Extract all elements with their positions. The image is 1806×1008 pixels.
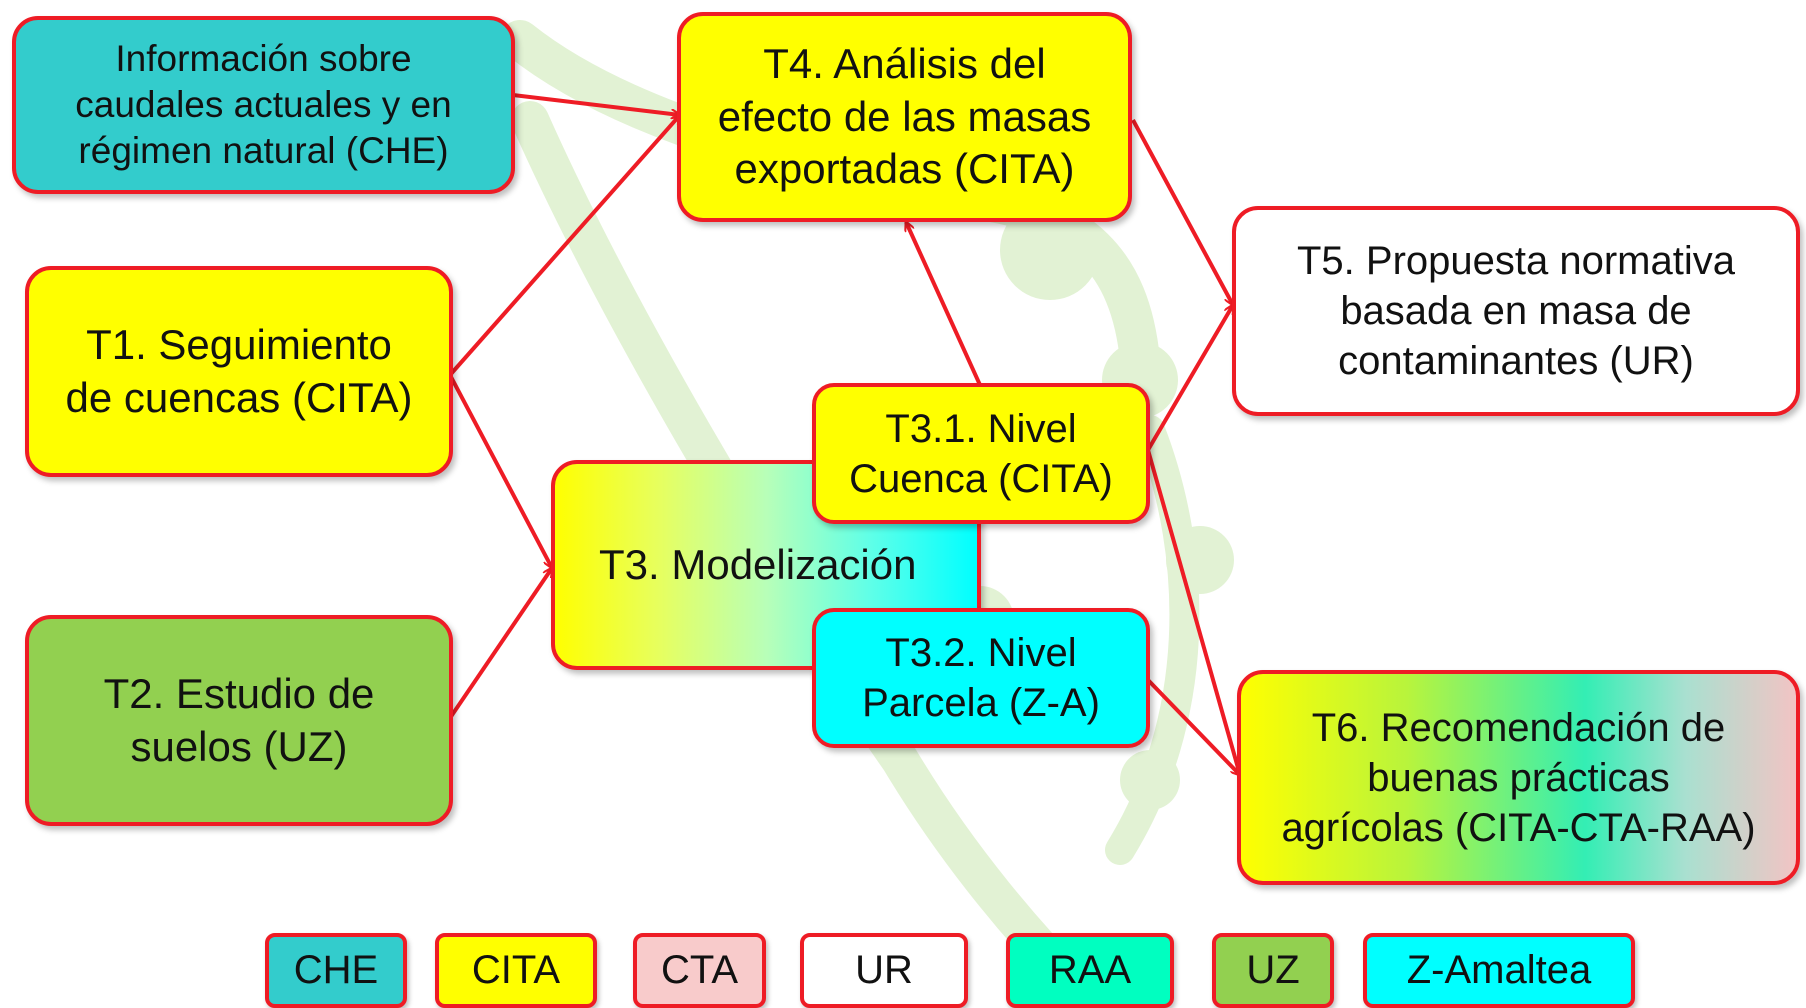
node-t1: T1. Seguimiento de cuencas (CITA) <box>25 266 453 477</box>
node-t2-label: T2. Estudio de suelos (UZ) <box>103 670 375 770</box>
node-t4: T4. Análisis del efecto de las masas exp… <box>677 12 1132 222</box>
legend-uz: UZ <box>1212 933 1334 1008</box>
legend-raa-label: RAA <box>1048 948 1132 992</box>
node-t2: T2. Estudio de suelos (UZ) <box>25 615 453 826</box>
node-t6: T6. Recomendación de buenas prácticas ag… <box>1237 670 1800 885</box>
node-che-info: Información sobre caudales actuales y en… <box>12 16 515 194</box>
legend-ur-label: UR <box>855 948 913 992</box>
node-t3-label: T3. Modelización <box>599 540 917 588</box>
node-t31-label: T3.1. Nivel Cuenca (CITA) <box>849 406 1113 501</box>
node-t4-label: T4. Análisis del efecto de las masas exp… <box>717 40 1092 193</box>
node-t5: T5. Propuesta normativa basada en masa d… <box>1232 206 1800 416</box>
node-che-info-label: Información sobre caudales actuales y en… <box>75 37 452 172</box>
legend-cta-label: CTA <box>660 948 739 992</box>
legend-uz-label: UZ <box>1246 948 1300 992</box>
legend-cita: CITA <box>435 933 597 1008</box>
node-t6-label: T6. Recomendación de buenas prácticas ag… <box>1281 705 1756 850</box>
legend-cita-label: CITA <box>471 948 561 992</box>
node-t31: T3.1. Nivel Cuenca (CITA) <box>812 383 1150 524</box>
node-t32: T3.2. Nivel Parcela (Z-A) <box>812 608 1150 748</box>
legend-che: CHE <box>265 933 407 1008</box>
legend-ur: UR <box>800 933 968 1008</box>
legend-z-amaltea-label: Z-Amaltea <box>1406 948 1592 992</box>
legend-cta: CTA <box>633 933 766 1008</box>
legend-raa: RAA <box>1006 933 1174 1008</box>
node-t5-label: T5. Propuesta normativa basada en masa d… <box>1297 239 1735 383</box>
legend-z-amaltea: Z-Amaltea <box>1363 933 1635 1008</box>
node-t1-label: T1. Seguimiento de cuencas (CITA) <box>65 321 413 421</box>
legend-che-label: CHE <box>293 948 379 992</box>
node-t32-label: T3.2. Nivel Parcela (Z-A) <box>862 631 1100 725</box>
